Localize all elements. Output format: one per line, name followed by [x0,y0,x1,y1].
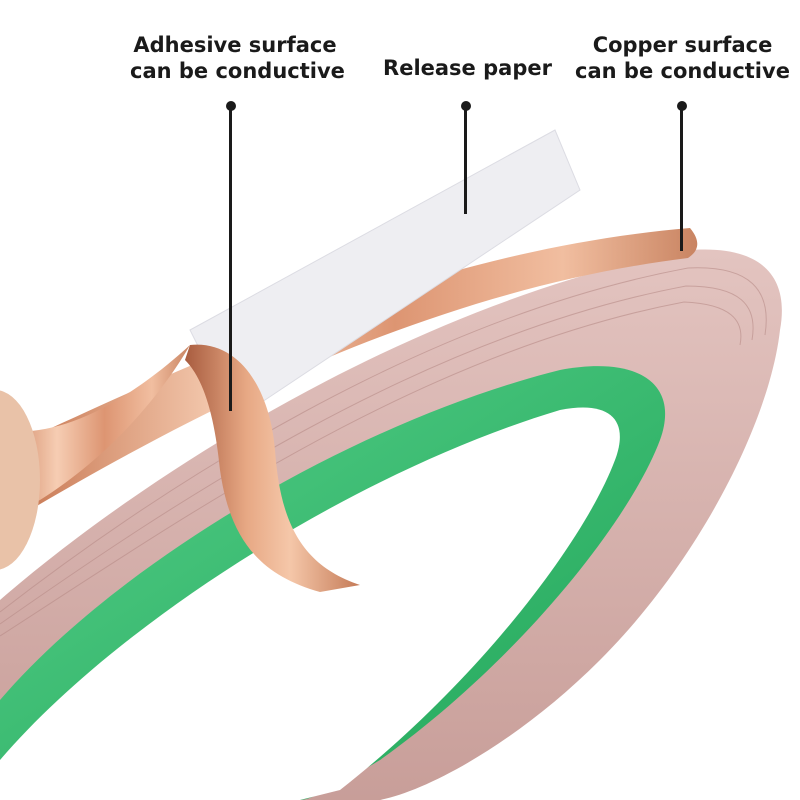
copper-surface-label: Copper surface can be conductive [575,32,790,84]
finger [0,390,40,570]
roll-winding-lines [0,267,767,637]
roll-copper-face [25,228,698,510]
release-label-line1: Release paper [383,56,552,80]
adhesive-label-line1: Adhesive surface [133,33,337,57]
copper-pointer-line [680,106,683,251]
release-pointer-line [464,106,467,214]
roll-center [0,407,620,800]
copper-tape-tail [0,345,190,506]
peeled-copper-strip [185,344,360,592]
release-paper-label: Release paper [380,55,555,81]
adhesive-surface-label: Adhesive surface can be conductive [130,32,345,84]
adhesive-label-line2: can be conductive [130,59,345,83]
copper-label-line1: Copper surface [592,33,773,57]
adhesive-pointer-line [229,106,232,411]
copper-label-line2: can be conductive [575,59,790,83]
